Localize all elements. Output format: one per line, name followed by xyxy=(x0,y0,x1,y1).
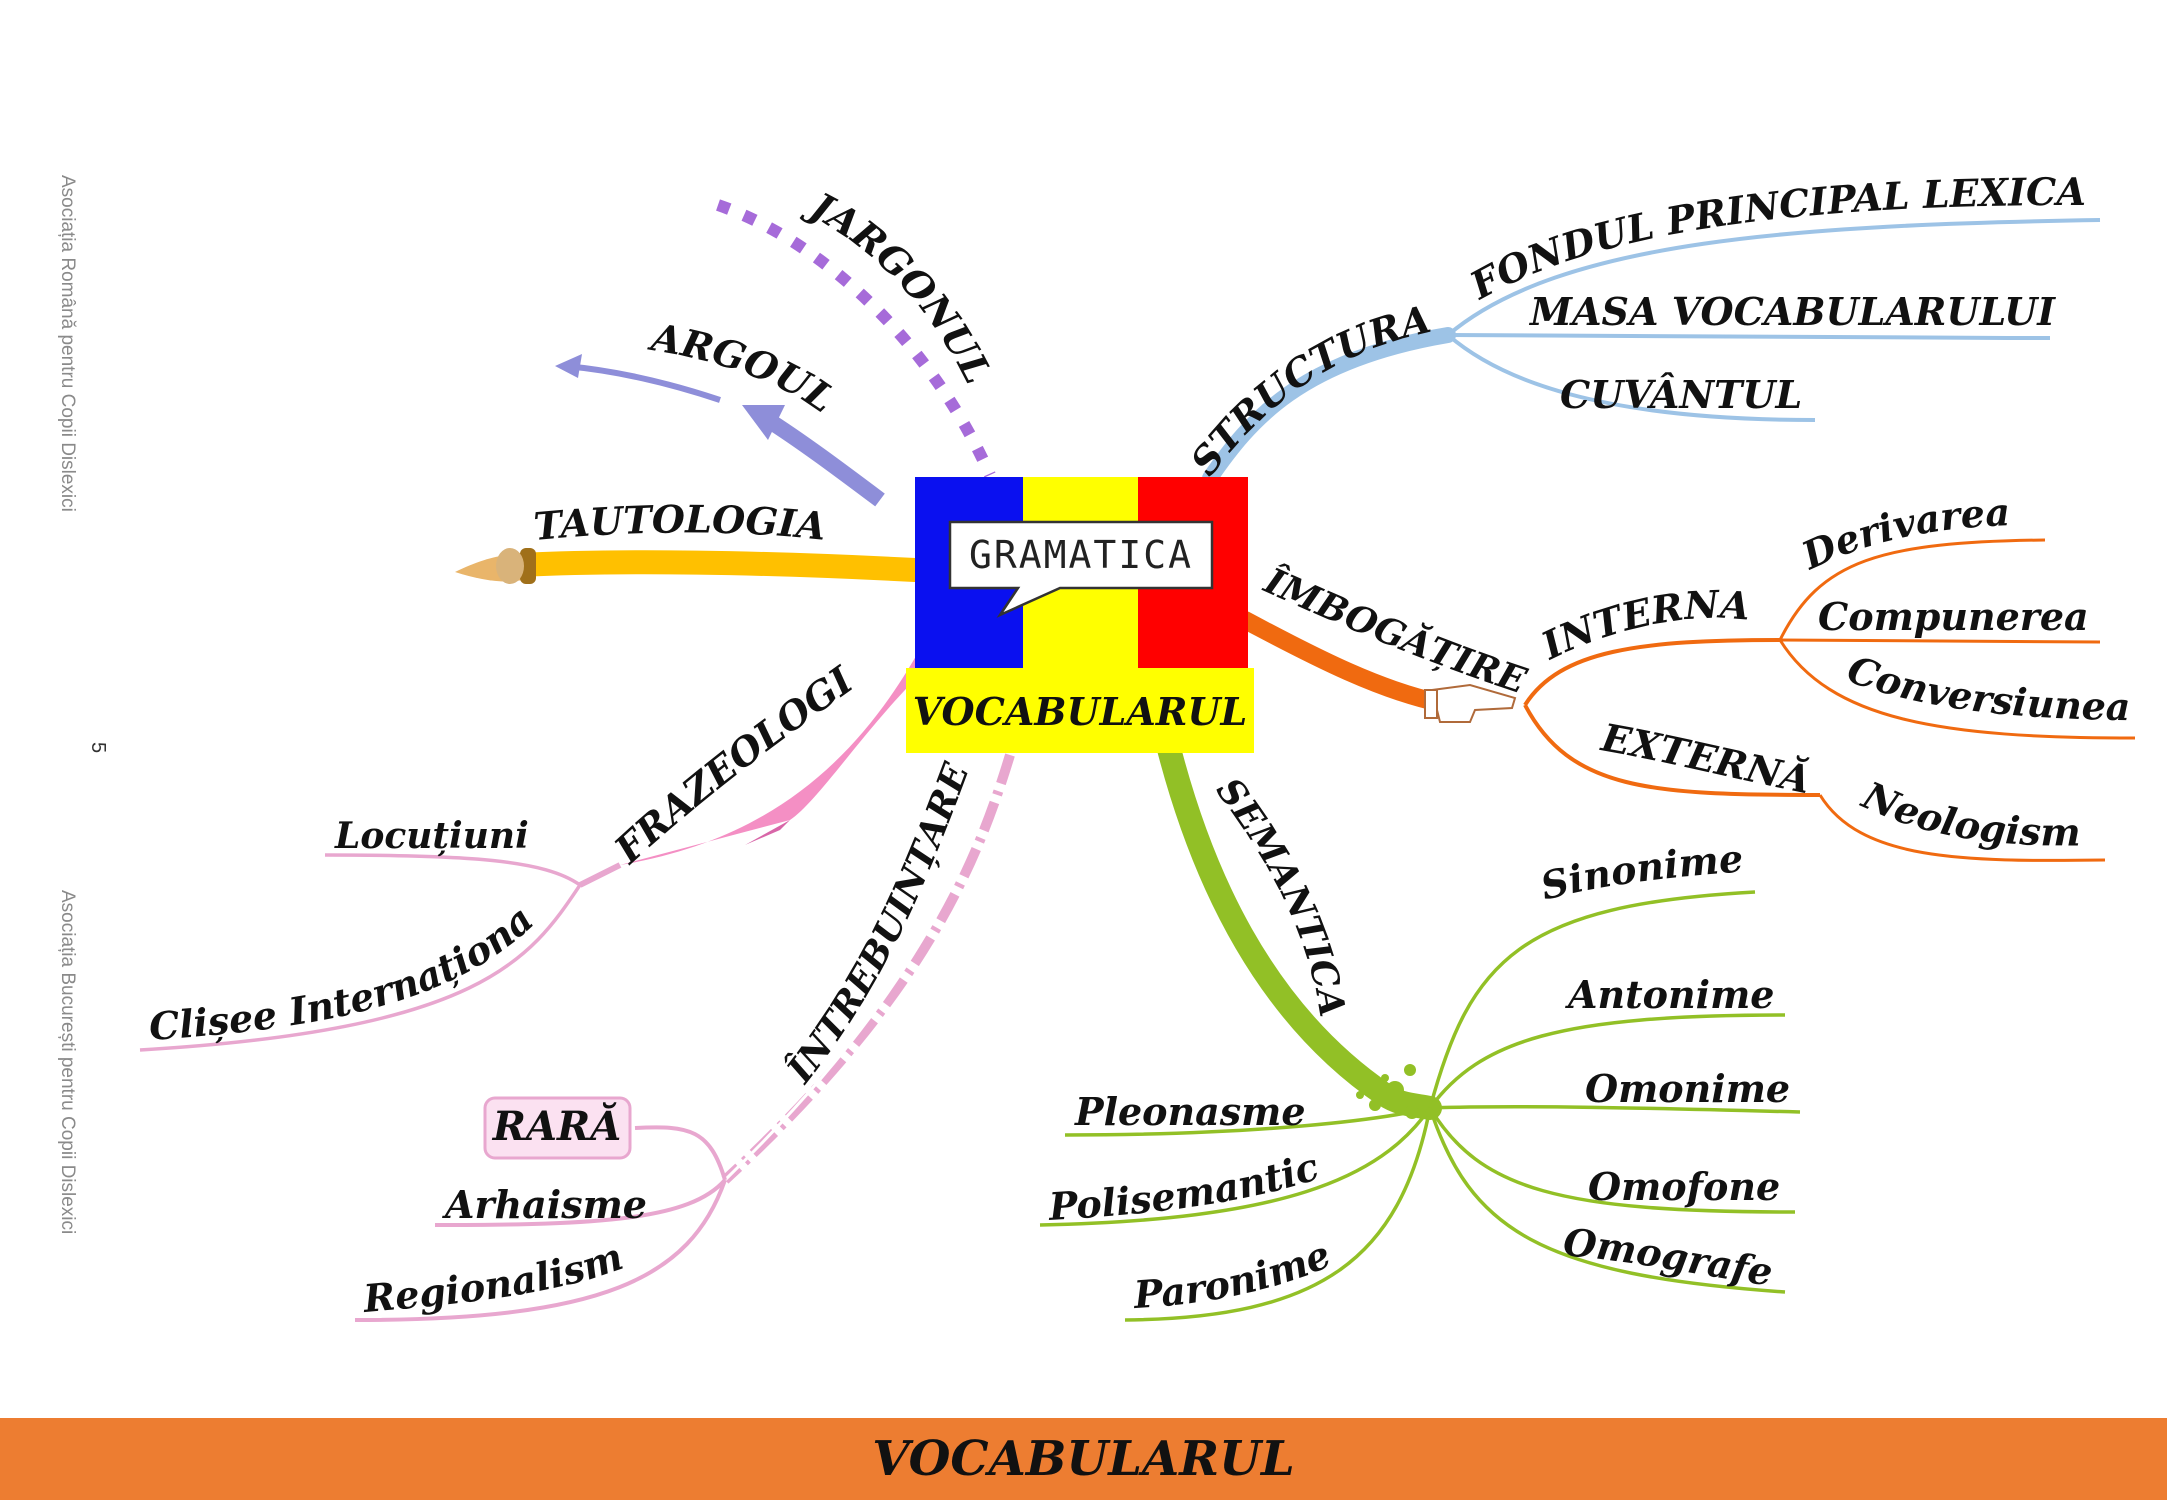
footer-title: VOCABULARUL xyxy=(872,1431,1295,1487)
center-title: VOCABULARUL xyxy=(913,689,1248,734)
rara-line xyxy=(634,1125,727,1181)
frazeologie-line xyxy=(578,862,622,888)
intrebuintare-label: ÎNTREBUINȚARE xyxy=(778,757,977,1091)
intrebuintare-branch xyxy=(721,753,1015,1184)
omofone-label: Omofone xyxy=(1588,1164,1780,1209)
interna-label: INTERNA xyxy=(1534,581,1752,668)
footer-bar: VOCABULARUL xyxy=(0,1418,2167,1500)
structura-branch xyxy=(1202,327,1456,486)
regionalisme-line xyxy=(354,1179,727,1322)
speech-bubble xyxy=(948,520,1214,618)
jargonul-label: JARGONUL xyxy=(799,180,1001,390)
tautologia-label: TAUTOLOGIA xyxy=(532,496,828,548)
clisee-label: Clișee Internaționale xyxy=(0,0,542,1049)
antonime-label: Antonime xyxy=(1565,972,1774,1017)
masa-label: MASA VOCABULARULUI xyxy=(1528,289,2056,334)
arhaisme-line xyxy=(434,1178,727,1227)
compunerea-line xyxy=(1779,638,2101,644)
argoul-arrow-thin xyxy=(564,363,721,403)
bubble-text: GRAMATICA xyxy=(969,533,1193,577)
locutiuni-line xyxy=(324,853,582,887)
rara-label: RARĂ xyxy=(492,1103,622,1150)
rara-box xyxy=(483,1096,632,1160)
intrebuintare-branch-inner xyxy=(723,754,1002,1182)
externa-line xyxy=(1523,704,1821,797)
derivarea-label: Derivarea xyxy=(1794,489,2011,578)
compunerea-label: Compunerea xyxy=(1818,594,2089,639)
fondul-label: FONDUL PRINCIPAL LEXICAL xyxy=(0,0,2086,308)
externa-label: EXTERNĂ xyxy=(1597,714,1814,802)
semantica-lines xyxy=(1039,890,1801,1322)
paronime-label: Paronime xyxy=(1132,1231,1337,1317)
arhaisme-label: Arhaisme xyxy=(442,1182,647,1227)
derivarea-line xyxy=(1778,538,2046,641)
conversiunea-line xyxy=(1778,639,2136,740)
semantica-splash xyxy=(1356,1064,1419,1119)
cuvantul-label: CUVÂNTUL xyxy=(1560,372,1802,417)
frazeologie-branch-shadow xyxy=(745,820,790,845)
title-box xyxy=(906,668,1254,753)
frazeologie-branch xyxy=(620,640,935,865)
frazeologie-label: FRAZEOLOGIE xyxy=(0,0,862,872)
tautologia-branch xyxy=(508,550,927,582)
center-node: GRAMATICA VOCABULARUL xyxy=(906,477,1254,753)
omografe-label: Omografe xyxy=(1561,1219,1775,1295)
locutiuni-label: Locuțiuni xyxy=(334,815,529,857)
argoul-arrow-thick xyxy=(760,411,885,507)
semantica-branch xyxy=(1156,733,1442,1120)
conversiunea-label: Conversiunea xyxy=(1842,646,2131,729)
brush-icon xyxy=(455,548,536,584)
clisee-line xyxy=(139,884,582,1052)
sinonime-label: Sinonime xyxy=(1536,835,1745,908)
structura-line-fondul xyxy=(1446,218,2101,337)
omonime-label: Omonime xyxy=(1585,1066,1790,1111)
pleonasme-label: Pleonasme xyxy=(1074,1089,1306,1134)
interna-line xyxy=(1523,638,1781,707)
structura-line-cuvantul xyxy=(1446,333,1816,422)
neologisme-line xyxy=(1818,794,2106,862)
imbogatire-branch xyxy=(1236,611,1449,712)
structura-line-masa xyxy=(1447,333,2051,340)
structura-label: STRUCTURA xyxy=(1181,296,1434,483)
argoul-arrowhead-thick xyxy=(742,405,785,440)
argoul-arrowhead-thin xyxy=(555,354,582,378)
pointing-hand-icon xyxy=(1424,683,1517,723)
